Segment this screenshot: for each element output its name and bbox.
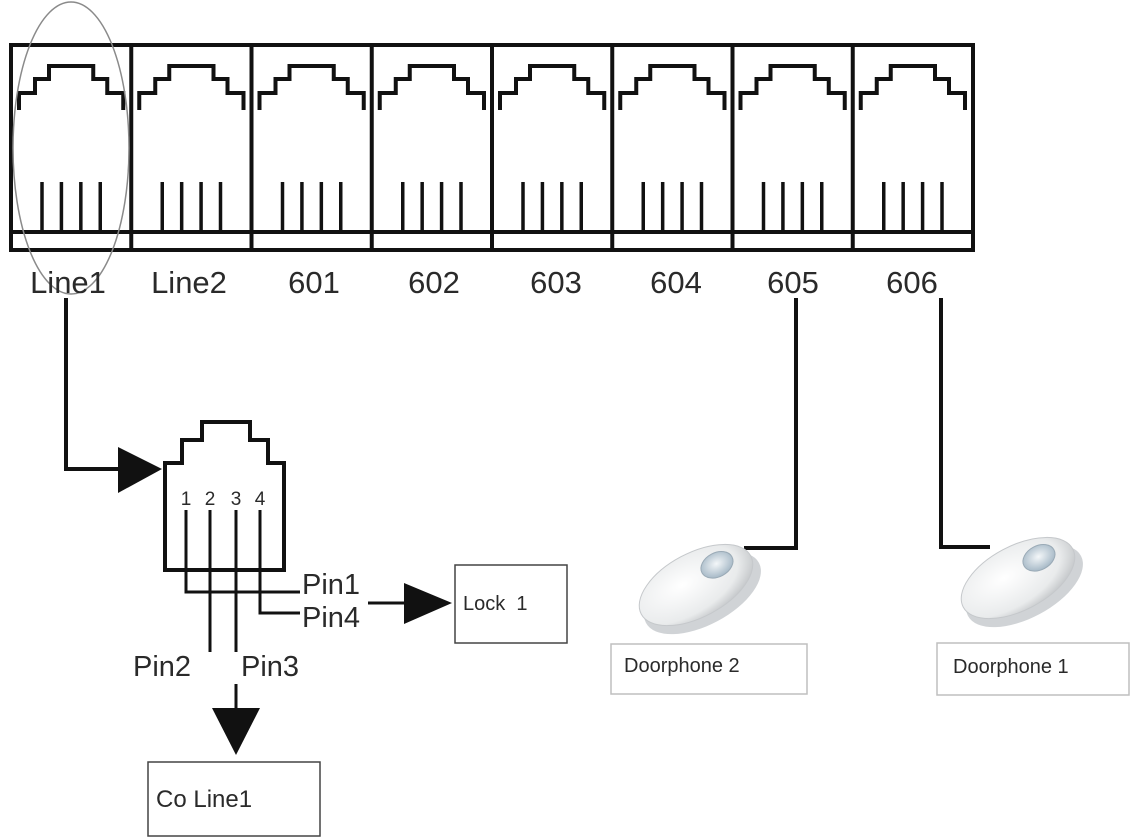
port-jack [498, 64, 607, 232]
rj-jack-pin-number-3: 3 [231, 489, 242, 510]
doorphone-2-box [610, 643, 808, 695]
rj-jack-pin-number-4: 4 [255, 489, 266, 510]
port-label-line1: Line1 [30, 265, 106, 300]
port-jack-outline [618, 64, 727, 110]
co-line-arrow [212, 708, 260, 755]
patch-panel [9, 43, 975, 252]
port-jack-outline [738, 64, 847, 110]
co-line-label: Co Line1 [156, 786, 252, 813]
port-label-602: 602 [408, 265, 460, 300]
pin1-label: Pin1 [302, 569, 360, 601]
lock-label: Lock 1 [463, 593, 527, 615]
line1-arrow [118, 447, 162, 493]
doorphone-1-button [1022, 544, 1056, 572]
port-jack [17, 64, 126, 232]
port-jack [618, 64, 727, 232]
pin-wires [184, 565, 300, 652]
rj-jack-pin-number-1: 1 [181, 489, 192, 510]
doorphone-2-label: Doorphone 2 [624, 655, 740, 677]
rj-jack: 1 2 3 4 [163, 420, 286, 572]
port-606-wire [939, 298, 990, 549]
port-label-605: 605 [767, 265, 819, 300]
port-labels: Line1 Line2 601 602 603 604 605 606 [30, 265, 938, 300]
doorphone-1-device [960, 536, 1083, 628]
lock-box [454, 564, 568, 644]
port-jack [377, 64, 486, 232]
port-label-line2: Line2 [151, 265, 227, 300]
port-jack-outline [137, 64, 246, 110]
lock-arrow [404, 583, 452, 624]
line1-highlight-ellipse [12, 1, 130, 295]
rj-jack-outline [163, 420, 286, 572]
doorphone-1-box [936, 642, 1130, 696]
port-jacks [17, 64, 967, 232]
port-jack [858, 64, 967, 232]
port-jack-outline [858, 64, 967, 110]
pin4-wire [258, 565, 300, 615]
port-jack [738, 64, 847, 232]
pin3-label: Pin3 [241, 651, 299, 683]
port-jack [257, 64, 366, 232]
port-605-wire [744, 298, 798, 550]
doorphone-2-button [700, 551, 734, 579]
port-jack-outline [257, 64, 366, 110]
port-label-601: 601 [288, 265, 340, 300]
pin4-label: Pin4 [302, 602, 360, 634]
port-label-603: 603 [530, 265, 582, 300]
port-label-604: 604 [650, 265, 702, 300]
line1-wire [64, 298, 128, 471]
port-jack [137, 64, 246, 232]
port-dividers [129, 45, 855, 250]
co-line-box [147, 761, 321, 837]
doorphone-1-label: Doorphone 1 [953, 656, 1069, 678]
pin1-wire [184, 565, 300, 594]
pin2-label: Pin2 [133, 651, 191, 683]
port-jack-outline [498, 64, 607, 110]
port-jack-outline [377, 64, 486, 110]
doorphone-2-device [638, 543, 761, 635]
port-label-606: 606 [886, 265, 938, 300]
port-jack-outline [17, 64, 126, 110]
rj-jack-pin-number-2: 2 [205, 489, 216, 510]
